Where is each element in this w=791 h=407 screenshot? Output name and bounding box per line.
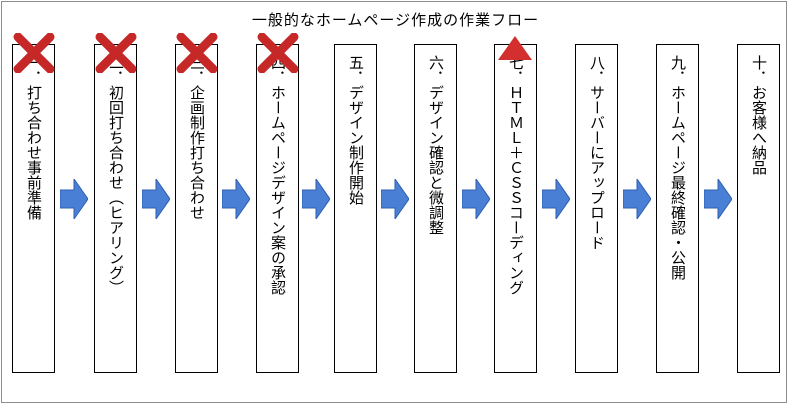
right-arrow-icon	[60, 179, 88, 219]
right-arrow-icon	[142, 179, 170, 219]
diagram-title: 一般的なホームページ作成の作業フロー	[251, 11, 540, 29]
triangle-mark-icon	[498, 36, 532, 60]
cross-mark-icon	[257, 33, 299, 73]
step-label-7: 七．ＨＴＭＬ＋ＣＳＳコーディング	[507, 55, 525, 295]
step-box-3: 三．企画制作打ち合わせ	[175, 44, 218, 373]
right-arrow-icon	[302, 179, 330, 219]
right-arrow-icon	[381, 179, 409, 219]
right-arrow-icon	[623, 179, 651, 219]
step-box-4: 四．ホームページデザイン案の承認	[256, 44, 299, 373]
step-label-9: 九．ホームページ最終確認・公開	[669, 55, 687, 280]
step-box-10: 十．お客様へ納品	[737, 44, 780, 373]
cross-mark-icon	[95, 33, 137, 73]
step-box-8: 八．サーバーにアップロード	[575, 44, 618, 373]
step-label-5: 五．デザイン制作開始	[347, 55, 365, 205]
right-arrow-icon	[222, 179, 250, 219]
step-box-2: 二．初回打ち合わせ（ヒアリング）	[94, 44, 137, 373]
cross-mark-icon	[176, 33, 218, 73]
step-label-10: 十．お客様へ納品	[750, 55, 768, 175]
cross-mark-icon	[13, 33, 55, 73]
step-label-1: 一．打ち合わせ事前準備	[25, 55, 43, 220]
right-arrow-icon	[542, 179, 570, 219]
right-arrow-icon	[704, 179, 732, 219]
step-box-1: 一．打ち合わせ事前準備	[12, 44, 55, 373]
step-box-6: 六．デザイン確認と微調整	[414, 44, 457, 373]
step-box-9: 九．ホームページ最終確認・公開	[656, 44, 699, 373]
step-box-7: 七．ＨＴＭＬ＋ＣＳＳコーディング	[494, 44, 537, 373]
step-label-4: 四．ホームページデザイン案の承認	[269, 55, 287, 295]
step-label-8: 八．サーバーにアップロード	[588, 55, 606, 250]
step-box-5: 五．デザイン制作開始	[334, 44, 377, 373]
step-label-6: 六．デザイン確認と微調整	[427, 55, 445, 235]
right-arrow-icon	[462, 179, 490, 219]
step-label-2: 二．初回打ち合わせ（ヒアリング）	[107, 55, 125, 295]
step-label-3: 三．企画制作打ち合わせ	[188, 55, 206, 220]
